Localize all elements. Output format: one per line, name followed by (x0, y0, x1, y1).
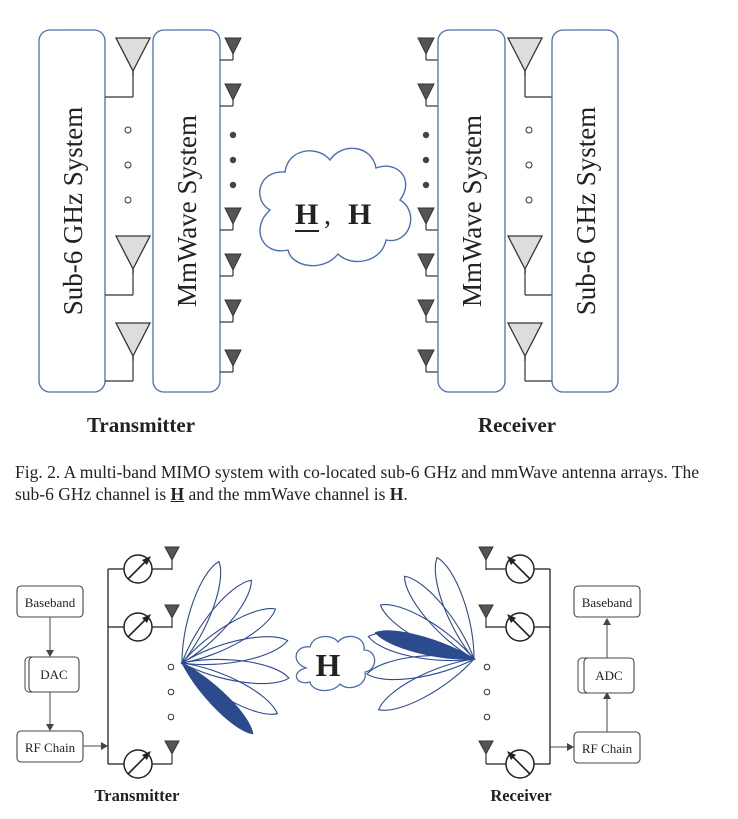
mmwave-antenna (417, 83, 435, 107)
fig3-transmitter-label: Transmitter (95, 786, 180, 805)
rx-mmwave-antennas (417, 37, 438, 373)
rx-mmwave-box (437, 29, 506, 393)
rx-baseband-label: Baseband (582, 595, 633, 610)
rx-rf-label: RF Chain (582, 741, 633, 756)
rx-sub6-antennas (507, 37, 552, 382)
tx-sub6-antennas (105, 37, 151, 382)
figure-hybrid-beamforming: Baseband DAC RF Chain H (16, 546, 641, 805)
mmwave-antenna (417, 349, 435, 373)
tx-beam-pattern (180, 560, 290, 735)
mmwave-antenna (224, 83, 242, 107)
beam-lobe (180, 579, 252, 665)
receiver-label: Receiver (478, 413, 556, 437)
tx-sub6-label: Sub-6 GHz System (58, 107, 88, 316)
beam-lobe (377, 658, 476, 711)
caption-h-mmwave: H (389, 484, 404, 504)
tx-mmwave-label: MmWave System (172, 115, 202, 307)
beam-lobe (180, 608, 277, 664)
mmwave-antenna (417, 207, 435, 231)
mmwave-antenna (417, 299, 435, 323)
tx-rf-label: RF Chain (25, 740, 76, 755)
channel-sub6-symbol: H (295, 198, 318, 231)
mmwave-antenna (224, 207, 242, 231)
rx-phase-shifters (486, 568, 551, 765)
caption-text-2: and the mmWave channel is (188, 484, 386, 504)
mmwave-antenna (417, 37, 435, 61)
beam-lobe (180, 636, 289, 666)
mmwave-antenna (224, 349, 242, 373)
rx-adc-label: ADC (595, 668, 622, 683)
mmwave-antenna (224, 253, 242, 277)
rx-sub6-box (551, 29, 619, 393)
tx-baseband-label: Baseband (25, 595, 76, 610)
channel-separator: , (324, 200, 331, 231)
transmitter-label: Transmitter (87, 413, 195, 437)
fig3-channel-cloud (295, 635, 376, 692)
rx-baseband-box (573, 585, 641, 618)
tx-mmwave-box (152, 29, 221, 393)
channel-cloud (259, 147, 412, 267)
tx-phase-shifters (107, 568, 172, 765)
beam-lobe (434, 556, 475, 661)
fig3-channel-symbol: H (316, 647, 341, 683)
active-beam-lobe (374, 630, 476, 660)
tx-sub6-box (38, 29, 106, 393)
caption-prefix: Fig. 2. (15, 462, 61, 482)
figure-caption: Fig. 2. A multi-band MIMO system with co… (15, 461, 725, 505)
mmwave-antenna (417, 253, 435, 277)
caption-text-1: A multi-band MIMO system with co-located… (15, 462, 700, 504)
mmwave-antenna (224, 299, 242, 323)
rx-sub6-label: Sub-6 GHz System (571, 107, 601, 316)
beam-lobe (181, 560, 222, 665)
figure-multiband-mimo: Sub-6 GHz System MmWave System H , H (38, 29, 619, 437)
caption-end: . (403, 484, 408, 504)
caption-h-sub6: H (170, 484, 185, 504)
beam-lobe (404, 575, 476, 661)
rx-adc-box (583, 657, 635, 694)
fig3-receiver-label: Receiver (490, 786, 551, 805)
tx-dac-box (28, 656, 80, 693)
tx-dac-label: DAC (40, 667, 67, 682)
beam-lobe (180, 658, 290, 685)
rx-mmwave-label: MmWave System (457, 115, 487, 307)
channel-mmwave-symbol: H (348, 198, 371, 231)
tx-mmwave-antennas (220, 37, 242, 373)
rx-beam-pattern (366, 556, 476, 711)
active-beam-lobe (180, 661, 254, 735)
mmwave-antenna (224, 37, 242, 61)
